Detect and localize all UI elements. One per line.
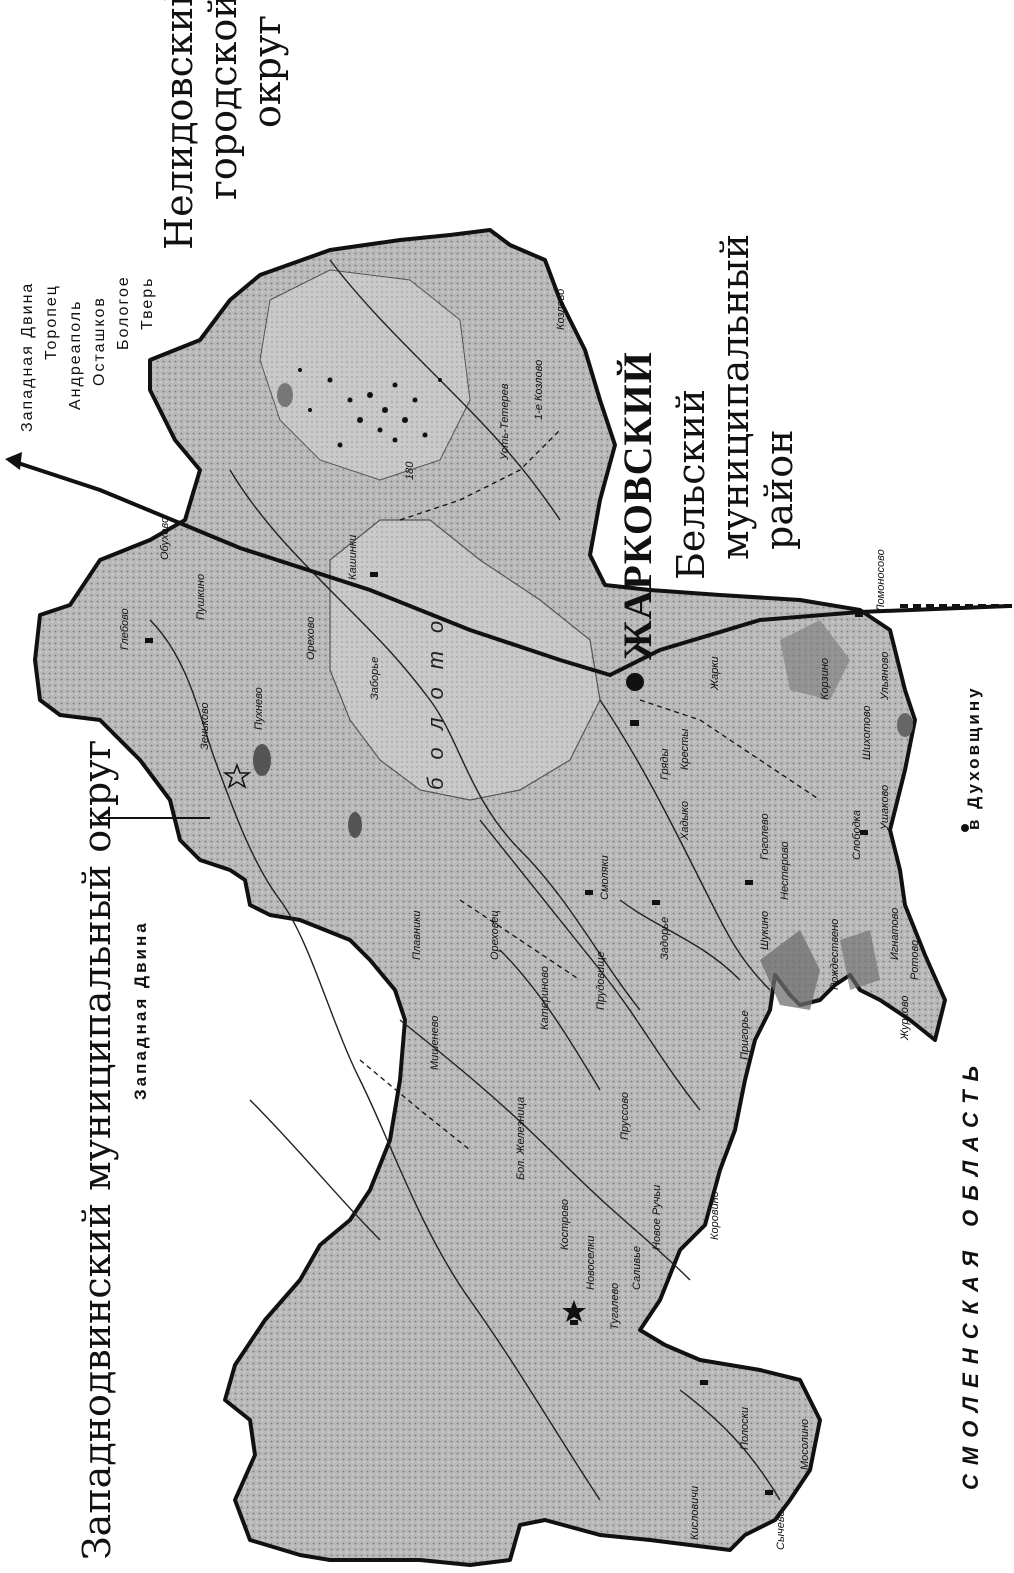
village-label: Пруссово [619,1092,631,1140]
village-label: Слободка [851,810,863,860]
village-label: Бол. Железница [515,1096,527,1180]
district-territory [33,228,947,1567]
village-label: Корзино [819,658,831,700]
village-label: Смоляки [599,855,611,900]
lake [348,812,362,838]
village-label: Пухнево [253,687,265,730]
direction-tver: Тверь [139,276,156,330]
village-label: Кресты [679,728,691,770]
village-label: Кашинки [347,534,359,580]
lake [897,713,913,737]
village-label: Прудовище [595,951,607,1010]
rivers [149,259,781,1501]
direction-toropets: Торопец [43,284,60,360]
bog-area [329,519,601,801]
direction-bologoe: Бологое [115,275,132,350]
village-label: Журково [899,995,911,1040]
village-label: Ушаково [879,784,891,830]
direction-ostashkov: Осташков [91,296,108,386]
village-label: Саливье [631,1245,643,1290]
road-number-label: 180 [404,461,416,480]
village-label: Ротово [909,939,921,980]
village-label: Нестерово [779,841,791,900]
forest-patch [760,930,820,1010]
village-label: Орехово [305,616,317,660]
village-label: Кисловичи [689,1485,701,1540]
railway-arrow-north [5,452,22,470]
lake-pukhnevo [253,744,271,776]
monument-star [562,1300,586,1322]
village-label: Кострово [559,1199,571,1250]
village-label: Гряды [659,748,671,780]
zapadnaya-dvina-town-label: Западная Двина [131,920,150,1100]
smolensk-oblast-label: СМОЛЕНСКАЯ ОБЛАСТЬ [958,1056,983,1490]
railway-line [14,460,1011,678]
bog-dots [298,368,442,448]
village-label: Ульяново [879,651,891,700]
village-label: Глебово [119,608,131,650]
village-label: Рождествено [829,918,841,990]
village-label: Хадыко [679,801,691,840]
village-label: Шихотово [861,705,873,760]
village-label: 1-е Козлово [533,359,545,420]
village-label: Игнатово [889,907,901,960]
belsky-label-2: муниципальный [713,233,757,560]
nelidovsky-label: Нелидовский [157,0,201,250]
village-label: Обухово [159,516,171,560]
lake [277,383,293,407]
belsky-label-3: район [757,429,801,550]
bog-name-label: болото [423,602,448,790]
belsky-label-1: Бельский [669,389,713,580]
direction-zapadnaya-dvina: Западная Двина [19,281,36,432]
village-label: Полоски [739,1407,751,1450]
village-label: Ореховец [489,910,501,960]
village-label: Катериново [539,966,551,1030]
direction-andreapol: Андреаполь [67,299,84,410]
village-label: Новоселки [585,1235,597,1290]
village-label: Плавники [411,910,423,960]
village-label: Ломоносово [875,549,887,612]
village-label: Пригорье [739,1010,751,1060]
village-label: Мосолино [799,1418,811,1470]
roads [359,429,821,1151]
village-label: Заборье [369,656,381,700]
zharkovsky-center-label: ЖАРКОВСКИЙ [615,351,660,660]
forest-patch [780,620,850,700]
village-label: Гоголево [759,813,771,860]
village-label: Шукино [759,910,771,950]
village-label: Задорье [659,916,671,960]
village-label: Усть-Тетерев [499,383,511,460]
nelidovsky-okrug-label: округ [245,14,289,128]
village-label: Сычево [775,1510,787,1550]
dukhovshchina-label: в Духовщину [964,685,983,830]
upper-bog [259,269,471,481]
village-label: Тугалево [609,1282,621,1330]
village-label: Новое Ручьи [651,1184,663,1250]
village-label: Зеньково [199,702,211,750]
monument-star [222,762,252,789]
settlement-markers [145,572,969,1495]
nelidovsky-gorodskoy-label: городской [201,0,245,200]
zapadnodvinsky-label: Западнодвинский муниципальный округ [75,739,119,1560]
village-label: Козлово [555,288,567,330]
forest-patch [840,930,880,990]
village-label: Жарки [709,656,721,690]
village-label: Мишенево [429,1015,441,1070]
village-label: Пушкино [195,573,207,620]
village-label: Коровино [709,1191,721,1240]
